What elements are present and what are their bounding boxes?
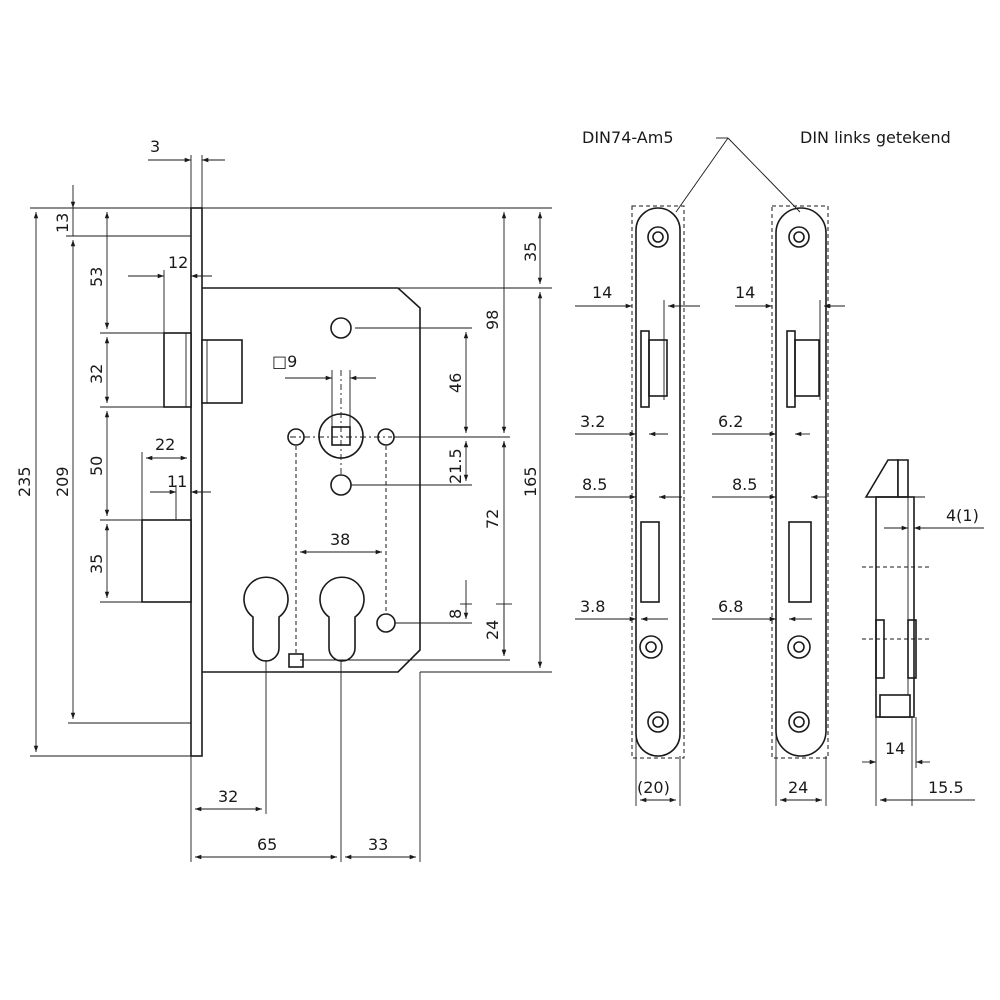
dim-bolt-gap-right: 6.8 [718,597,743,616]
dim-faceplate-thickness: 3 [150,137,160,156]
dim-backset: 65 [257,835,277,854]
bolt-opening-right [788,521,812,603]
latch-opening-right [786,330,796,408]
dim-total-height: 235 [15,466,34,497]
dim-latch-proj-right: 6.2 [718,412,743,431]
dim-faceplate-inner: 209 [53,466,72,497]
faceplate-right [775,207,827,757]
dim-bolt-proj-left: 8.5 [582,475,607,494]
dim-to-follower: 98 [483,310,502,330]
dim-follower-offset: 21.5 [446,448,465,484]
dim-cylinder-small: 8 [446,609,465,619]
dim-plate-width-right: 14 [735,283,755,302]
faceplate-view-left: 14 3.2 8.5 3.8 (20) [575,205,700,806]
dim-latch-proj-left: 3.2 [580,412,605,431]
dead-bolt [141,519,192,603]
faceplate-left [635,207,681,757]
dim-faceplate-width-left: (20) [637,778,670,797]
dim-side-thickness: 4(1) [946,506,979,525]
dim-follower-zone: 46 [446,373,465,393]
dim-right-part: 33 [368,835,388,854]
middle-screw-hole [330,474,352,496]
label-din-standard: DIN74-Am5 [582,128,674,147]
dim-plate-width-left: 14 [592,283,612,302]
dim-case-height: 165 [521,466,540,497]
side-bolt [879,694,911,718]
dim-to-latch: 53 [87,267,106,287]
label-square-spindle: □9 [272,352,297,371]
dim-bolt-height: 35 [87,554,106,574]
faceplate [190,207,203,757]
pin-lock [288,653,304,668]
cylinder-hole-left [243,576,289,662]
dim-latch-height: 32 [87,364,106,384]
dim-side-depth: 14 [885,739,905,758]
latch-opening-left [640,330,650,408]
dim-cylinder-spacing: 38 [330,530,350,549]
dim-top-offset: 13 [53,213,72,233]
lower-screw-hole [376,613,396,633]
dim-bolt-depth: 11 [167,472,187,491]
front-view: 3 13 53 32 50 35 235 209 [15,137,552,862]
dim-bolt-width: 22 [155,435,175,454]
dim-follower-to-cylinder: 72 [483,509,502,529]
dim-bolt-proj-right: 8.5 [732,475,757,494]
side-latch-head [864,459,899,498]
dim-faceplate-width-right: 24 [788,778,808,797]
dim-bolt-gap-left: 3.8 [580,597,605,616]
top-screw-hole [330,317,352,339]
faceplate-view-right: 14 6.2 8.5 6.8 24 [712,205,845,806]
dim-latch-depth: 12 [168,253,188,272]
latch-bolt [163,332,192,408]
dim-gap-latch-bolt: 50 [87,456,106,476]
bolt-opening-left [640,521,660,603]
dim-backset-32: 32 [218,787,238,806]
dim-side-total: 15.5 [928,778,964,797]
lock-case [202,287,421,673]
latch-tongue [201,339,243,404]
dim-case-top: 35 [521,242,540,262]
cylinder-hole-right [319,576,365,662]
side-view: 4(1) 14 15.5 [862,459,984,806]
label-din-note: DIN links getekend [800,128,951,147]
dim-cylinder-bottom: 24 [483,620,502,640]
